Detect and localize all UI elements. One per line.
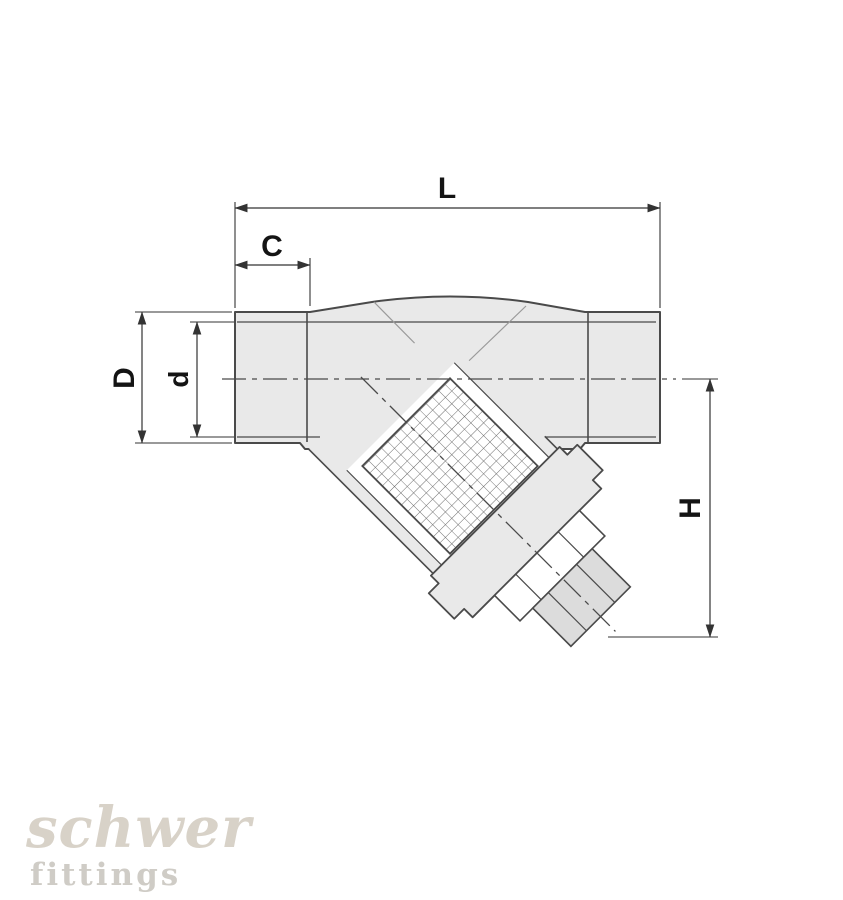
dim-label-L: L [438,172,456,205]
brand-logo: schwer fittings [26,800,252,891]
dimension-D: D [108,311,232,444]
dim-label-H: H [674,497,707,519]
dim-label-d: d [163,370,194,387]
brand-tagline: fittings [30,857,182,893]
brand-name: schwer [26,795,252,861]
dimension-H: H [608,378,718,638]
plug-hex-flat-right [557,531,585,558]
dimension-C: C [234,230,311,306]
dimension-L: L [234,172,661,308]
branch-wall-right [544,435,559,450]
dim-label-C: C [261,230,283,263]
branch-centerline [360,376,616,632]
branch-bore-wall-left [346,469,442,566]
plug-end-flat-right [576,563,616,603]
dimension-d: d [163,321,234,438]
dim-label-D: D [108,367,141,389]
strainer-branch [308,324,632,648]
plug-hex-flat-left [515,573,542,601]
plug-end-flat-left [547,592,587,632]
branch-wall-left [308,448,434,575]
